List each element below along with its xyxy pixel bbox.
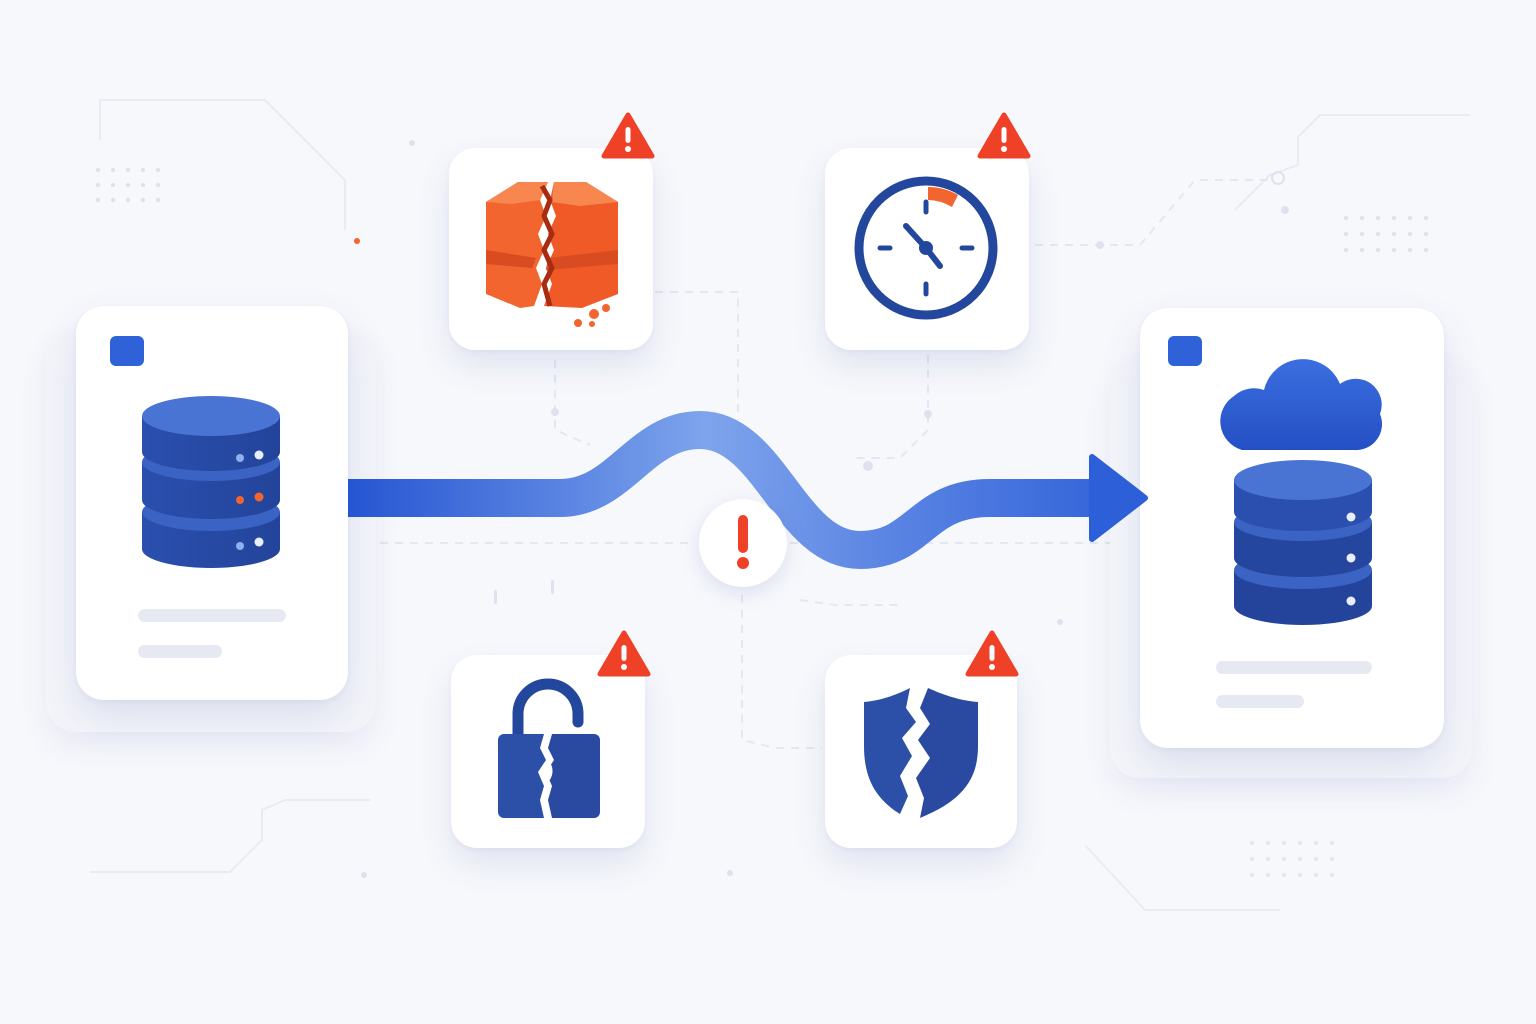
broken-shield-icon <box>864 688 978 818</box>
decor-dot <box>1250 857 1254 861</box>
decor-dot <box>1282 857 1286 861</box>
broken-cube-icon <box>486 182 618 327</box>
decor-dot <box>1314 873 1318 877</box>
decor-dot <box>1298 857 1302 861</box>
decor-dot <box>1330 873 1334 877</box>
warning-triangle-icon[interactable] <box>965 630 1019 678</box>
target-card-chip <box>1168 336 1202 366</box>
clock-icon <box>854 176 998 320</box>
decor-dot <box>1343 247 1349 253</box>
broken-lock-icon <box>498 678 600 818</box>
decor-dot <box>125 167 131 173</box>
decor-dot <box>1282 841 1286 845</box>
decor-dot <box>1298 873 1302 877</box>
decor-dot <box>1250 873 1254 877</box>
decor-dot <box>1359 247 1365 253</box>
cloud-icon <box>1220 359 1383 451</box>
decor-dot <box>1343 215 1349 221</box>
decor-dot <box>95 167 101 173</box>
source-card-text-line <box>138 609 286 622</box>
decor-dot <box>110 167 116 173</box>
decor-dot <box>1314 857 1318 861</box>
decor-dot <box>125 182 131 188</box>
decor-dot <box>1391 247 1397 253</box>
decor-dot <box>95 182 101 188</box>
decor-dot <box>1375 231 1381 237</box>
warning-triangle-icon[interactable] <box>601 112 655 160</box>
center-exclamation-icon[interactable] <box>697 497 789 589</box>
warning-triangle-icon[interactable] <box>977 112 1031 160</box>
database-icon <box>142 396 280 568</box>
decor-dot <box>1330 857 1334 861</box>
decor-dot <box>1250 841 1254 845</box>
decor-dot <box>1423 231 1429 237</box>
source-card-text-line <box>138 645 222 658</box>
decor-dot <box>1423 247 1429 253</box>
decor-dot <box>1375 247 1381 253</box>
decor-dot <box>110 182 116 188</box>
decor-dot <box>1266 857 1270 861</box>
decor-dot <box>1359 231 1365 237</box>
decor-dot <box>1375 215 1381 221</box>
source-card-chip <box>110 336 144 366</box>
decor-dot <box>1391 215 1397 221</box>
decor-dot <box>1359 215 1365 221</box>
decor-dot <box>155 182 161 188</box>
decor-dot <box>1314 841 1318 845</box>
risk-tile-data-corruption[interactable] <box>449 148 653 350</box>
decor-dot <box>1407 231 1413 237</box>
decor-dot <box>1407 247 1413 253</box>
decor-dot <box>140 167 146 173</box>
cloud-database-icon <box>1234 460 1372 625</box>
decor-dot <box>155 167 161 173</box>
decor-dot <box>1407 215 1413 221</box>
decor-dot <box>140 182 146 188</box>
decor-dot <box>1266 841 1270 845</box>
decor-dot <box>1282 873 1286 877</box>
decor-dot <box>140 197 146 203</box>
target-card-text-line <box>1216 695 1304 708</box>
decor-dot <box>125 197 131 203</box>
decor-dot <box>1266 873 1270 877</box>
decor-dot <box>110 197 116 203</box>
decor-dot <box>1343 231 1349 237</box>
decor-dot <box>1391 231 1397 237</box>
decor-dot <box>155 197 161 203</box>
decor-dot <box>1423 215 1429 221</box>
decor-dot <box>95 197 101 203</box>
decor-dot <box>1298 841 1302 845</box>
warning-triangle-icon[interactable] <box>597 630 651 678</box>
decor-dot <box>1330 841 1334 845</box>
target-card-text-line <box>1216 661 1372 674</box>
